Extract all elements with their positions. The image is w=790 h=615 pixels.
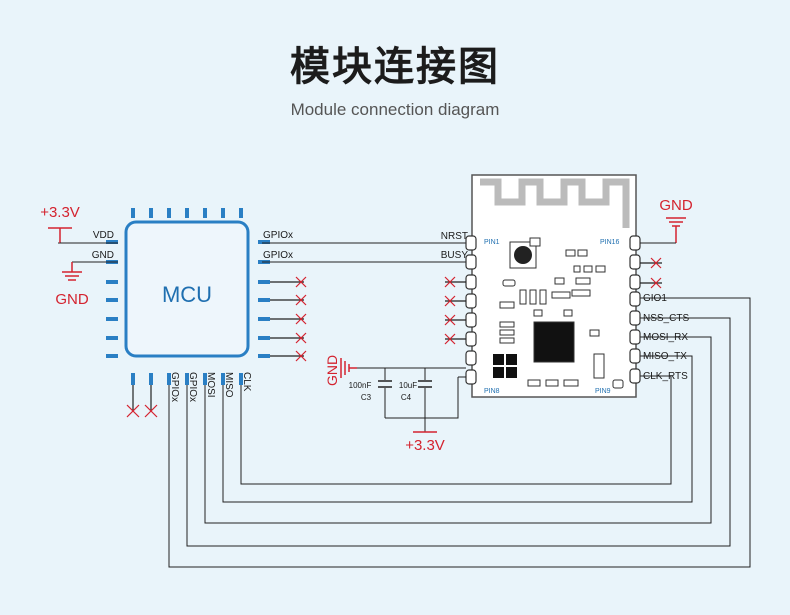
mcu-bottom-pins: [131, 373, 243, 385]
mcu-pin-mosi: MOSI: [205, 372, 216, 398]
cap-c4-value: 10uF: [399, 381, 417, 390]
nc-mark-icon: [126, 385, 158, 418]
mcu-pin-vdd: VDD: [93, 230, 114, 241]
mcu-pin-clk: CLK: [241, 372, 252, 392]
capacitor-icon: [378, 380, 432, 388]
pin-marker-1: PIN1: [484, 239, 500, 246]
nc-mark-icon: [444, 276, 466, 345]
mcu-pin-miso: MISO: [223, 372, 234, 398]
antenna-trace-icon: [480, 178, 630, 228]
vdd-caps-label: +3.3V: [405, 437, 445, 454]
cap-c4-ref: C4: [401, 393, 412, 402]
module-components: [493, 237, 624, 389]
cap-c3-ref: C3: [361, 393, 372, 402]
mcu-pin-gpiox-2: GPIOx: [263, 250, 293, 261]
mcu-pin-gnd: GND: [92, 250, 114, 261]
mcu-pin-gpiox-4: GPIOx: [187, 372, 198, 402]
module-pin-gio1: GIO1: [643, 293, 667, 304]
gnd-left-label: GND: [55, 291, 89, 308]
module-pin-mosi-rx: MOSI_RX: [643, 332, 688, 343]
module-left-pads: [465, 235, 477, 385]
bus-wires: [168, 297, 751, 568]
pin-marker-8: PIN8: [484, 388, 500, 395]
pin-marker-16: PIN16: [600, 239, 620, 246]
page-title: 模块连接图: [290, 44, 500, 90]
ground-symbol-icon: [666, 217, 686, 243]
mcu-label: MCU: [162, 282, 212, 307]
vdd-symbol-icon: [48, 227, 72, 243]
nc-mark-icon: [640, 257, 662, 289]
gnd-caps-label: GND: [324, 355, 340, 386]
cap-c3-value: 100nF: [349, 381, 372, 390]
mcu-chip: MCU: [124, 220, 250, 358]
module-pin-busy: BUSY: [441, 250, 469, 261]
mcu-pin-gpiox-3: GPIOx: [169, 372, 180, 402]
mcu-pin-gpiox-1: GPIOx: [263, 230, 293, 241]
gnd-module-label: GND: [659, 197, 693, 214]
ground-symbol-icon: [340, 358, 357, 378]
module-right-pads: [629, 235, 641, 384]
vdd-top-label: +3.3V: [40, 204, 80, 221]
ground-symbol-icon: [62, 262, 82, 281]
nc-mark-icon: [270, 276, 307, 362]
cap-wires: [357, 367, 466, 432]
module-pin-nss-cts: NSS_CTS: [643, 313, 689, 324]
mcu-ic-icon: [533, 321, 575, 363]
module-pin-nrst: NRST: [441, 231, 468, 242]
module-pin-miso-tx: MISO_TX: [643, 351, 687, 362]
pin-marker-9: PIN9: [595, 388, 611, 395]
page-subtitle: Module connection diagram: [290, 100, 500, 119]
mcu-top-pins: [131, 208, 243, 218]
module-pin-clk-rts: CLK_RTS: [643, 371, 688, 382]
